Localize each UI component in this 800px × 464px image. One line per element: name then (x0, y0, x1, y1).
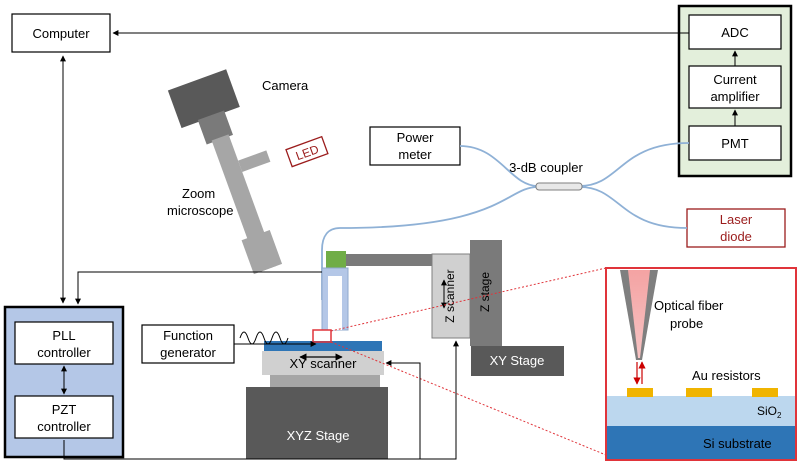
probe-arm (334, 254, 446, 266)
pzt-label-2: controller (37, 419, 91, 434)
function-generator-label-2: generator (160, 345, 216, 360)
current-amplifier-label-2: amplifier (710, 89, 760, 104)
controller-group: PLL controller PZT controller (3, 305, 125, 459)
pzt-to-xy-scanner-arrow (385, 360, 421, 459)
current-amplifier-label-1: Current (713, 72, 757, 87)
z-stage-label: Z stage (478, 272, 492, 312)
xyz-stage (246, 387, 388, 459)
sine-wave-icon (239, 331, 289, 345)
computer-box: Computer (11, 13, 111, 53)
current-amplifier-box (688, 65, 782, 109)
power-meter-label-2: meter (398, 147, 432, 162)
si-substrate-label: Si substrate (703, 436, 772, 451)
pzt-to-z-scanner-arrow (63, 340, 459, 460)
xy-stage-label: XY Stage (490, 353, 545, 368)
pll-label-1: PLL (52, 328, 75, 343)
laser-diode-label-1: Laser (720, 212, 753, 227)
au-resistor (752, 388, 778, 397)
pzt-controller-box (14, 395, 114, 439)
fork-to-pll-arrow (75, 271, 322, 305)
au-resistor (627, 388, 653, 397)
zoom-microscope-label-1: Zoom (182, 186, 215, 201)
probe-closeup-inset: Optical fiber probe Au resistors SiO2 Si… (605, 267, 797, 461)
pll-label-2: controller (37, 345, 91, 360)
pmt-box (688, 125, 782, 161)
power-meter-box: Power meter (369, 126, 461, 166)
detector-group: ADC Current amplifier PMT (677, 4, 793, 178)
laser-diode-box: Laser diode (686, 208, 786, 248)
laser-diode-label-2: diode (720, 229, 752, 244)
function-generator-box: Function generator (141, 324, 235, 364)
xyz-stage-label: XYZ Stage (287, 428, 350, 443)
xy-scanner-label: XY scanner (290, 356, 358, 371)
au-resistors-label: Au resistors (692, 368, 761, 383)
computer-label: Computer (32, 26, 90, 41)
coupler-label: 3-dB coupler (509, 160, 583, 175)
fiber-clamp (326, 251, 346, 269)
zoom-microscope-label-2: microscope (167, 203, 233, 218)
camera-label: Camera (262, 78, 309, 93)
power-meter-label-1: Power (397, 130, 435, 145)
probe-label-1: Optical fiber (654, 298, 724, 313)
si-substrate-layer (607, 426, 795, 459)
coupler-icon (535, 182, 583, 191)
probe-tip-highlight (312, 329, 332, 343)
pmt-label: PMT (721, 136, 749, 151)
zoom-microscope (167, 69, 283, 275)
led-box: LED (285, 135, 329, 168)
pzt-label-1: PZT (52, 402, 77, 417)
z-scanner-label: Z scanner (443, 269, 457, 322)
optical-fibers (321, 142, 690, 300)
adc-label: ADC (721, 25, 748, 40)
au-resistor (686, 388, 712, 397)
sio2-layer (607, 396, 795, 426)
adc-box (688, 14, 782, 50)
sio2-label: SiO2 (757, 404, 782, 420)
xy-stage (471, 346, 564, 376)
pll-controller-box (14, 321, 114, 365)
function-generator-label-1: Function (163, 328, 213, 343)
fiber-probe-core (628, 270, 650, 358)
probe-label-2: probe (670, 316, 703, 331)
led-arm (238, 150, 271, 172)
